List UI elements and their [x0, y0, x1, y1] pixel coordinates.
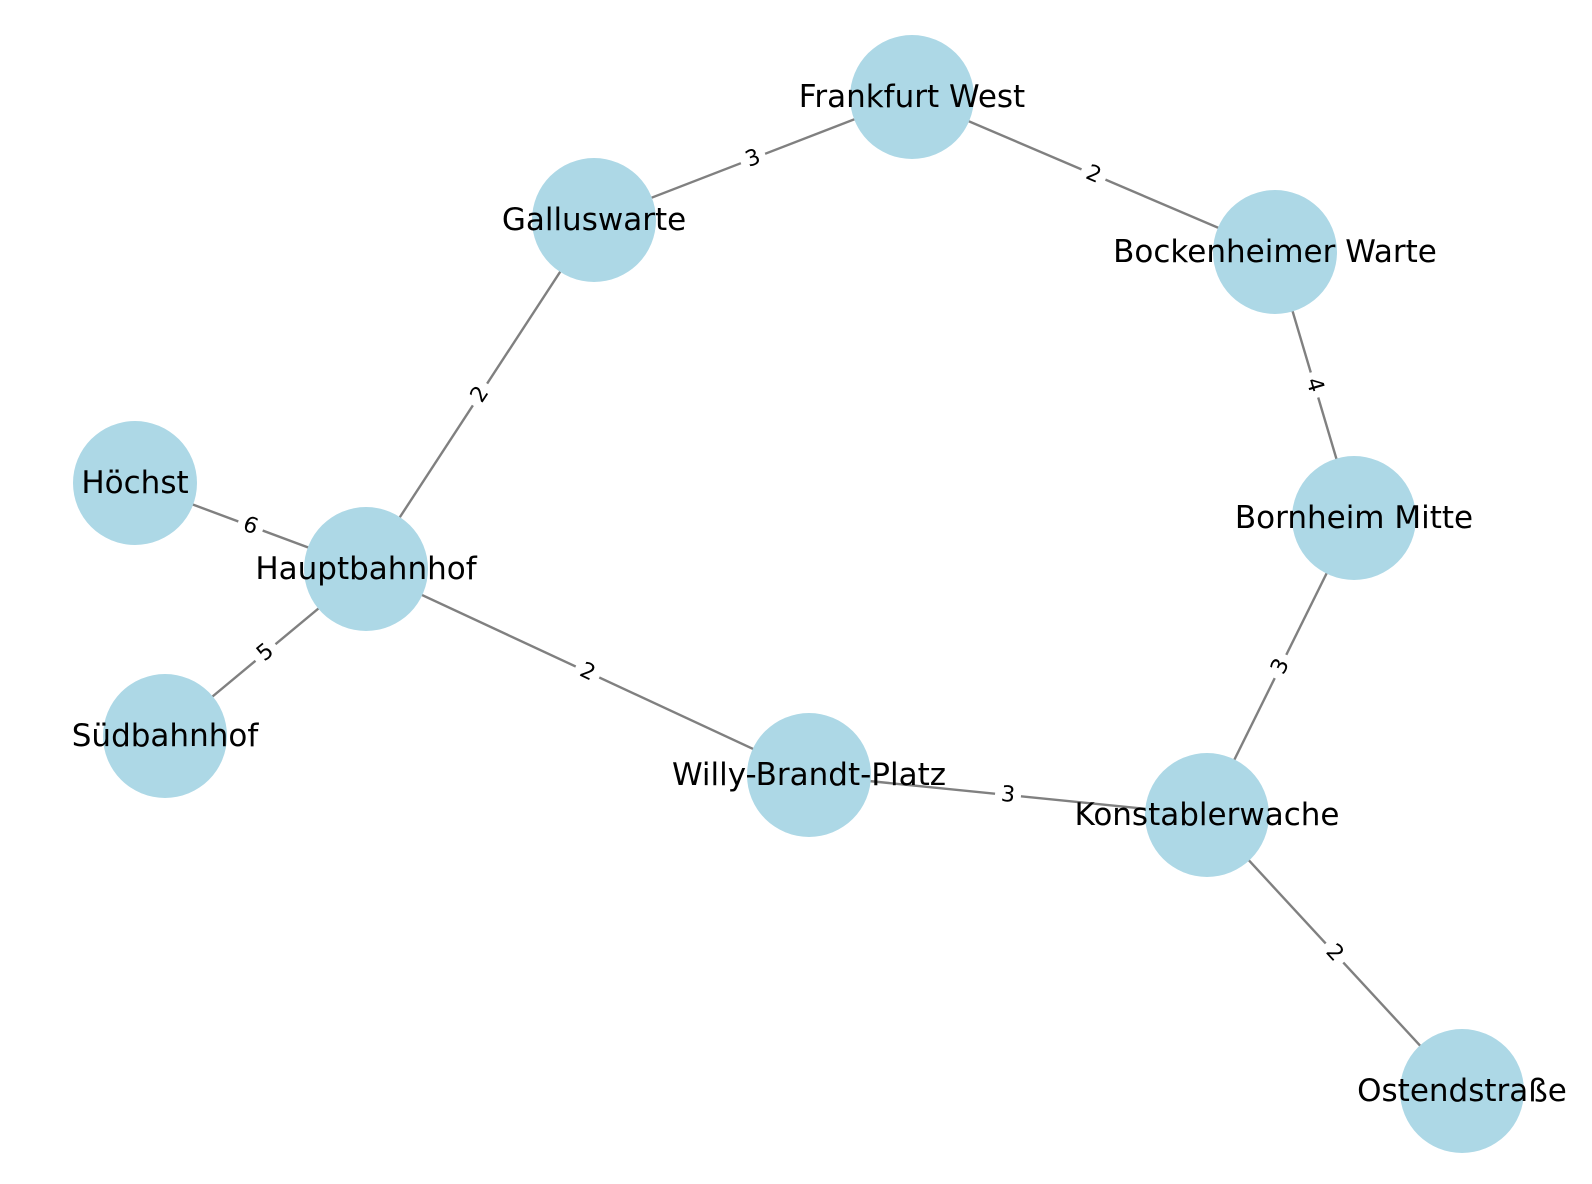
node-galluswarte: Galluswarte	[502, 158, 686, 282]
node-bornheim-mitte: Bornheim Mitte	[1235, 456, 1473, 580]
node-label-galluswarte: Galluswarte	[502, 202, 686, 238]
edge-weight-background	[1262, 648, 1299, 685]
edge-weight-galluswarte-frankfurt-west: 3	[735, 140, 771, 177]
node-label-bornheim-mitte: Bornheim Mitte	[1235, 500, 1473, 536]
node-circle	[304, 507, 428, 631]
edge-weight-hauptbahnhof-willy-brandt-platz: 2	[569, 653, 606, 691]
edge-weight-background	[1297, 368, 1332, 402]
edge-weight-background	[246, 633, 285, 672]
node-willy-brandt-platz: Willy-Brandt-Platz	[672, 713, 946, 837]
node-circle	[532, 158, 656, 282]
node-label-frankfurt-west: Frankfurt West	[799, 79, 1025, 115]
node-circle	[747, 713, 871, 837]
node-circle	[1145, 753, 1269, 877]
edge-weight-hoechst-hauptbahnhof: 6	[233, 508, 268, 544]
edge-weight-background	[735, 140, 771, 177]
node-label-konstablerwache: Konstablerwache	[1075, 797, 1340, 833]
edge-weight-background	[1076, 156, 1111, 193]
node-label-willy-brandt-platz: Willy-Brandt-Platz	[672, 757, 946, 793]
node-label-ostendstrasse: Ostendstraße	[1357, 1073, 1567, 1109]
node-label-bockenheimer-warte: Bockenheimer Warte	[1113, 234, 1437, 270]
edge-weight-background	[993, 779, 1023, 811]
edge-labels-layer: 3 2 2 4 6 5 2 3 3 2	[233, 140, 1354, 973]
node-circle	[73, 421, 197, 545]
edge-weight-background	[233, 508, 268, 544]
edge-weight-hauptbahnhof-suedbahnhof: 5	[246, 633, 285, 672]
node-label-hoechst: Höchst	[81, 465, 188, 501]
edge-weight-hauptbahnhof-galluswarte: 2	[461, 375, 499, 414]
edge-weight-frankfurt-west-bockenheimer-warte: 2	[1076, 156, 1111, 193]
node-circle	[850, 35, 974, 159]
edge-weight-konstablerwache-ostendstrasse: 2	[1315, 933, 1354, 973]
node-hoechst: Höchst	[73, 421, 197, 545]
node-ostendstrasse: Ostendstraße	[1357, 1029, 1567, 1153]
node-suedbahnhof: Südbahnhof	[72, 674, 260, 798]
node-hauptbahnhof: Hauptbahnhof	[255, 507, 478, 631]
edge-weight-bornheim-mitte-konstablerwache: 3	[1262, 648, 1299, 685]
node-circle	[103, 674, 227, 798]
edge-weight-bockenheimer-warte-bornheim-mitte: 4	[1297, 368, 1332, 402]
node-label-hauptbahnhof: Hauptbahnhof	[255, 551, 477, 587]
edge-weight-background	[461, 375, 499, 414]
edge-weight-background	[1315, 933, 1354, 973]
node-bockenheimer-warte: Bockenheimer Warte	[1113, 190, 1437, 314]
node-label-suedbahnhof: Südbahnhof	[72, 718, 260, 754]
node-konstablerwache: Konstablerwache	[1075, 753, 1340, 877]
edge-weight-label: 3	[1000, 782, 1016, 808]
edge-weight-background	[569, 653, 606, 691]
node-circle	[1292, 456, 1416, 580]
node-frankfurt-west: Frankfurt West	[799, 35, 1025, 159]
edge-weight-willy-brandt-platz-konstablerwache: 3	[993, 779, 1023, 811]
edge-weight-label: 4	[1301, 375, 1329, 396]
node-circle	[1400, 1029, 1524, 1153]
node-circle	[1213, 190, 1337, 314]
